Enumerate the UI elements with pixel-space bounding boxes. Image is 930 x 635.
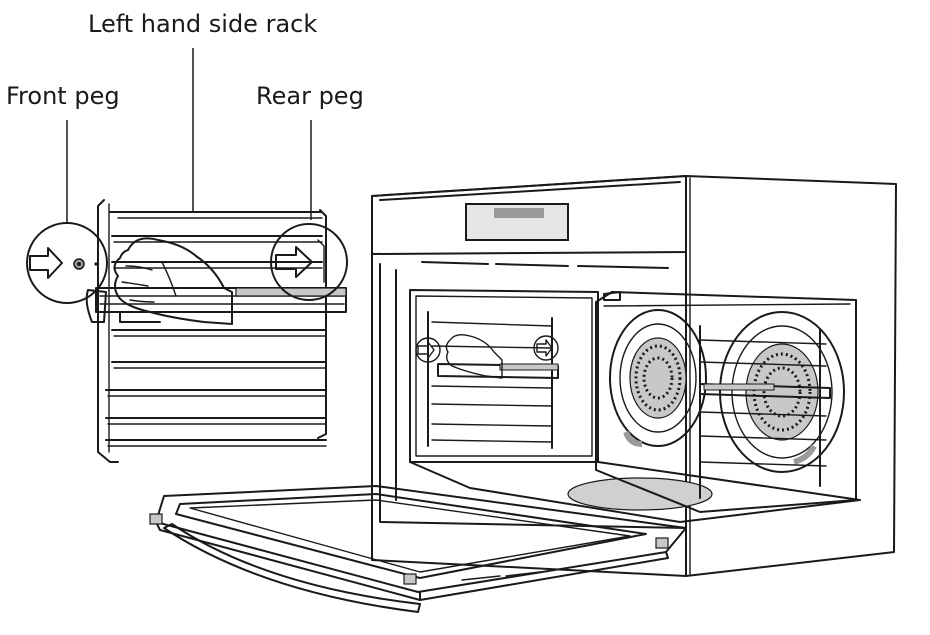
inner-rack-left [415,311,559,449]
label-rear-peg: Rear peg [256,82,364,110]
vent-slots [421,261,669,269]
door-handle [163,523,421,613]
cavity-floor-element [567,477,713,511]
control-panel [371,175,687,255]
side-rack-detail [26,199,348,463]
front-peg-callout [26,222,108,304]
leader-lines [66,48,312,222]
rack-rails [105,235,327,447]
open-side-panel [595,291,857,513]
oven-door [149,485,687,613]
inner-rack-right [699,325,831,499]
convection-fan-2 [719,311,845,473]
label-front-peg: Front peg [6,82,120,110]
convection-fan-1 [609,309,707,447]
telescopic-runner [85,287,347,323]
hand-icon [113,237,233,325]
oven [149,175,897,613]
rear-peg-callout [270,223,348,301]
label-left-hand-side-rack: Left hand side rack [88,10,317,38]
